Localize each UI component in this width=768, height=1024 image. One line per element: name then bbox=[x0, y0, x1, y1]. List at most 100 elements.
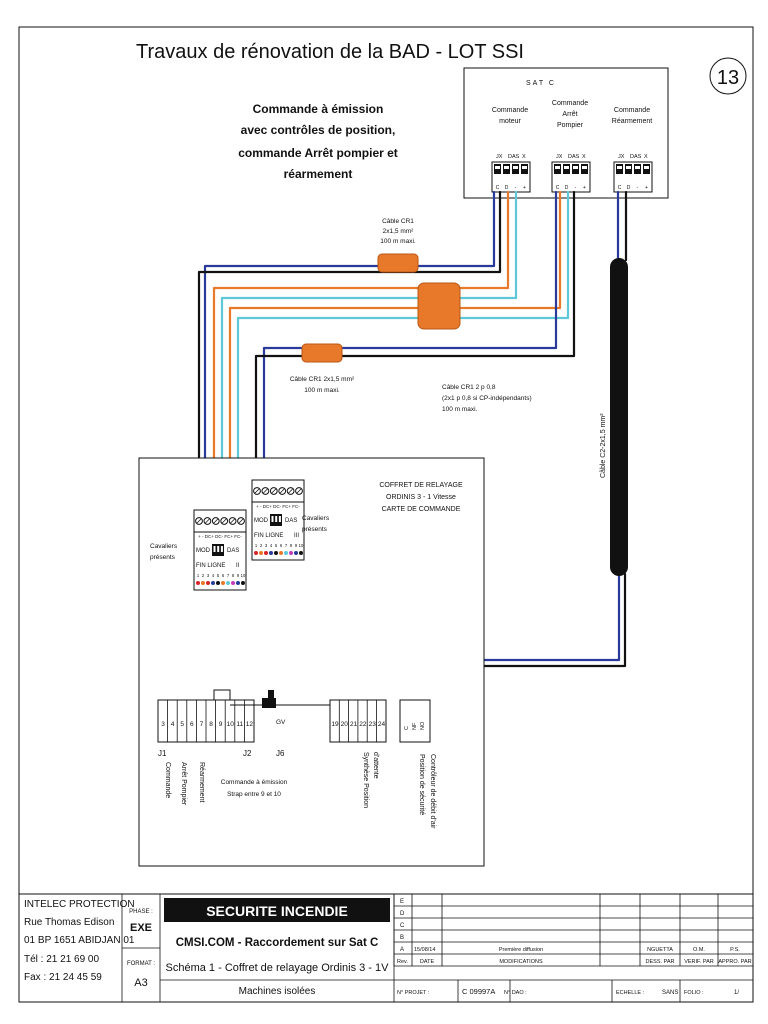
company-line: Rue Thomas Edison bbox=[24, 917, 114, 928]
cable-sleeve-cr1-top bbox=[377, 253, 419, 273]
wire-cr1-2p-a bbox=[212, 190, 510, 512]
cable-sleeve-cr1-2p bbox=[417, 282, 461, 330]
satc-x-label: X bbox=[522, 154, 526, 160]
module-pin bbox=[299, 551, 303, 555]
company-line: Fax : 21 24 45 59 bbox=[24, 972, 102, 983]
module-pin-label: 2 bbox=[202, 573, 205, 578]
satc-jx-label: JX bbox=[556, 154, 563, 160]
satc-group-name: Réarmement bbox=[612, 118, 653, 125]
wire-cr1-bottom-a bbox=[262, 190, 558, 482]
module-pin-label: 1 bbox=[197, 573, 200, 578]
diagram-subtitle: Commande à émission avec contrôles de po… bbox=[238, 102, 398, 181]
label-position-securite: Position de sécurité bbox=[418, 754, 425, 815]
module-pin bbox=[201, 581, 205, 585]
module-pin bbox=[289, 551, 293, 555]
terminal-pin-label: 11 bbox=[236, 721, 243, 728]
satc-das-label: DAS bbox=[568, 154, 580, 160]
module-pin-label: 9 bbox=[295, 543, 298, 548]
col-dess: DESS. PAR bbox=[646, 959, 675, 965]
satc-group-name: Commande bbox=[552, 100, 588, 107]
coffret-title-line: COFFRET DE RELAYAGE bbox=[379, 482, 463, 489]
module-pin-label: 5 bbox=[275, 543, 278, 548]
gv-switch: GV bbox=[230, 690, 330, 726]
cable-cr1-top-label: Câble CR1 2x1,5 mm² 100 m maxi. bbox=[380, 218, 416, 245]
module-pin bbox=[241, 581, 245, 585]
phase-label: PHASE : bbox=[129, 909, 153, 915]
cable-label-line: Câble CR1 bbox=[382, 218, 414, 225]
module-pin-label: 5 bbox=[217, 573, 220, 578]
projet-label: N° PROJET : bbox=[397, 990, 430, 996]
label-synthese: d'attente bbox=[372, 752, 379, 779]
title-block: INTELEC PROTECTION Rue Thomas Edison 01 … bbox=[18, 893, 754, 1003]
format-value: A3 bbox=[134, 977, 147, 989]
cable-label-line: (2x1 p 0,8 si CP-indépendants) bbox=[442, 395, 532, 402]
strap-label: Commande à émission bbox=[221, 779, 288, 786]
cable-c2-label: Câble C2-2x1,5 mm² bbox=[600, 413, 607, 478]
company-info: INTELEC PROTECTION Rue Thomas Edison 01 … bbox=[24, 899, 135, 983]
subtitle-line: avec contrôles de position, bbox=[241, 123, 396, 137]
drawing-title-line2: Schéma 1 - Coffret de relayage Ordinis 3… bbox=[166, 962, 390, 974]
folio-label: FOLIO : bbox=[684, 990, 704, 996]
satc-group-name: moteur bbox=[499, 118, 521, 125]
satc-terminal-label: + bbox=[523, 185, 526, 191]
wire-cr1-2p-b bbox=[220, 190, 518, 512]
label-rearmement: Réarmement bbox=[198, 762, 205, 803]
satc-terminal-label: - bbox=[515, 185, 517, 191]
wire-cr1-top-a bbox=[203, 190, 496, 512]
contact-label: NO bbox=[420, 721, 426, 730]
module-pin-label: 1 bbox=[255, 543, 258, 548]
satc-group-name: Commande bbox=[492, 107, 528, 114]
drawing-title-line1: CMSI.COM - Raccordement sur Sat C bbox=[176, 937, 379, 949]
module-terminal-labels: + - DC+ DC- FC+ FC- bbox=[256, 504, 300, 509]
rev-a-appro: P.S. bbox=[730, 947, 740, 953]
label-controleur: Contrôleur de débit d'air bbox=[429, 754, 436, 829]
col-verif: VERIF. PAR bbox=[684, 959, 714, 965]
cable-label-line: Câble CR1 2 p 0,8 bbox=[442, 384, 496, 391]
module-pin-label: 3 bbox=[207, 573, 210, 578]
satc-terminal-label: + bbox=[645, 185, 648, 191]
satc-jx-label: JX bbox=[618, 154, 625, 160]
rev-a-verif: O.M. bbox=[693, 947, 705, 953]
company-line: 01 BP 1651 ABIDJAN 01 bbox=[24, 935, 135, 946]
satc-das-label: DAS bbox=[630, 154, 642, 160]
terminal-pin-label: 5 bbox=[180, 721, 184, 728]
contact-label: NF bbox=[412, 722, 418, 730]
module-pin bbox=[254, 551, 258, 555]
cable-sleeve-cr1-bottom bbox=[301, 343, 343, 363]
sheet-title: Travaux de rénovation de la BAD - LOT SS… bbox=[136, 41, 524, 63]
cavaliers-label: Cavaliers bbox=[150, 543, 178, 550]
format-label: FORMAT : bbox=[127, 961, 155, 967]
coffret-title-line: CARTE DE COMMANDE bbox=[382, 506, 461, 513]
terminal-pin-label: 24 bbox=[378, 721, 386, 728]
satc-jx-label: JX bbox=[496, 154, 503, 160]
rev-a-date: 15/08/14 bbox=[414, 947, 435, 953]
module-das-label: DAS bbox=[285, 518, 297, 524]
module-pin bbox=[196, 581, 200, 585]
satc-terminal-label: + bbox=[583, 185, 586, 191]
j2-label: J2 bbox=[243, 749, 252, 758]
col-appro: APPRO. PAR bbox=[718, 959, 751, 965]
terminal-pin-label: 10 bbox=[227, 721, 235, 728]
module-das-label: DAS bbox=[227, 548, 239, 554]
rev-a-modification: Première diffusion bbox=[499, 947, 543, 953]
gv-label: GV bbox=[276, 719, 286, 726]
terminal-pin-label: 21 bbox=[350, 721, 358, 728]
satc-terminal-label: C bbox=[556, 185, 560, 191]
label-arret-pompier: Arrêt Pompier bbox=[180, 762, 187, 806]
cable-label-line: 100 m maxi. bbox=[380, 238, 416, 245]
rev-letter: B bbox=[400, 935, 404, 941]
subtitle-line: Commande à émission bbox=[253, 102, 384, 116]
terminal-pin-label: 12 bbox=[246, 721, 254, 728]
module-mod-label: MOD bbox=[196, 548, 211, 554]
satc-x-label: X bbox=[644, 154, 648, 160]
banner-bg bbox=[164, 898, 390, 922]
satc-das-label: DAS bbox=[508, 154, 520, 160]
coffret-title-line: ORDINIS 3 - 1 Vitesse bbox=[386, 494, 456, 501]
